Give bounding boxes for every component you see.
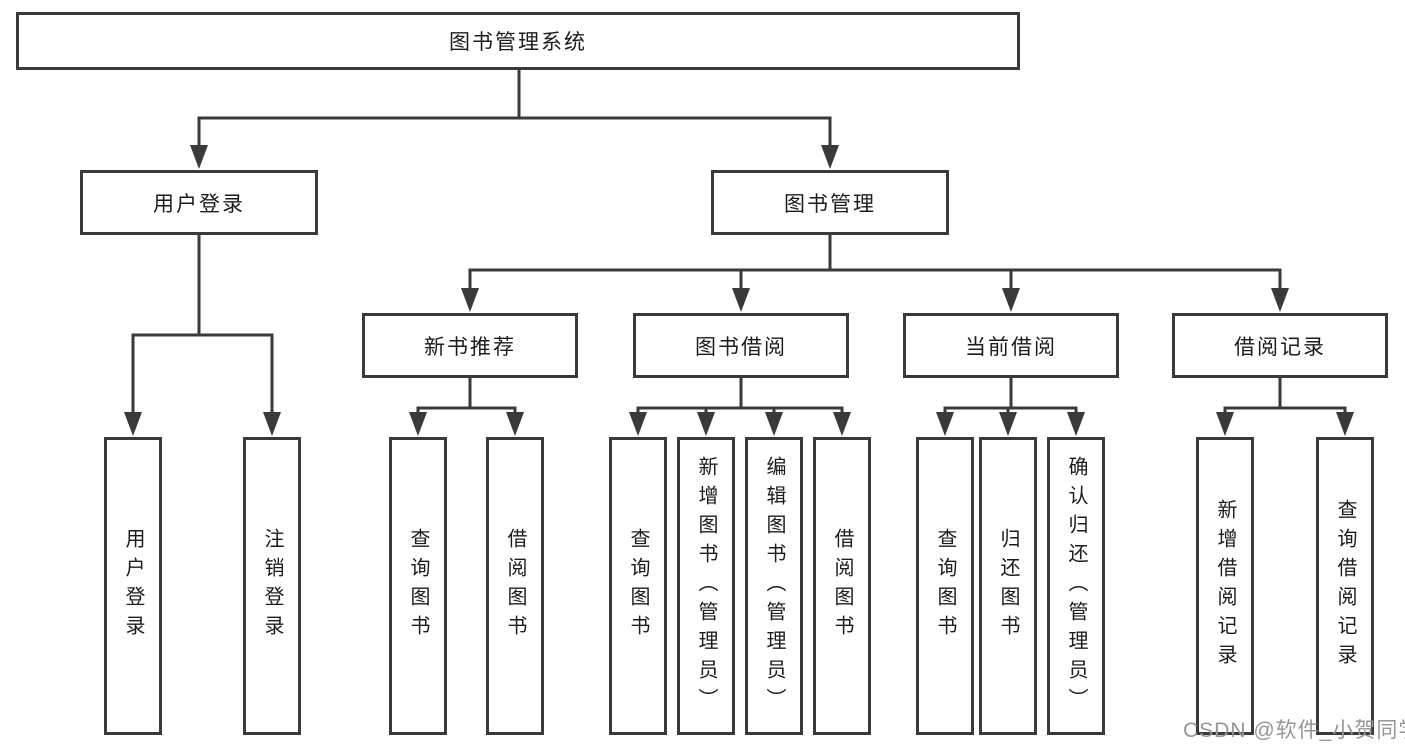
- leaf-confirm-return-admin: 确认归还（管理员）: [1047, 437, 1105, 735]
- leaf-label: 用户登录: [122, 528, 144, 644]
- node-library-management-system: 图书管理系统: [16, 12, 1020, 70]
- edge-book-borrow-children: [636, 376, 844, 415]
- leaf-label: 借阅图书: [504, 528, 526, 644]
- arrowhead: [190, 145, 208, 169]
- edge-lines: [131, 68, 1347, 415]
- arrowhead: [999, 412, 1017, 436]
- leaf-return-books: 归还图书: [979, 437, 1037, 735]
- leaf-label: 新增图书（管理员）: [695, 455, 717, 717]
- csdn-watermark: CSDN @软件_小贺同学: [1183, 719, 1405, 742]
- leaf-label: 查询借阅记录: [1334, 499, 1356, 673]
- edge-user-login-children: [131, 233, 274, 414]
- leaf-borrow-books: 借阅图书: [813, 437, 871, 735]
- edge-current-borrow-children: [943, 376, 1078, 415]
- arrowhead: [629, 412, 647, 436]
- node-book-management: 图书管理: [711, 170, 949, 235]
- arrowhead: [124, 412, 142, 436]
- node-user-login: 用户登录: [80, 170, 318, 235]
- arrowhead: [461, 288, 479, 312]
- leaf-query-borrow-record: 查询借阅记录: [1316, 437, 1374, 735]
- node-current-borrowing: 当前借阅: [903, 313, 1119, 378]
- arrowhead: [506, 412, 524, 436]
- edge-book-mgmt-children: [468, 233, 1282, 291]
- leaf-logout: 注销登录: [243, 437, 301, 735]
- edge-new-book-children: [416, 376, 517, 415]
- leaf-user-login: 用户登录: [104, 437, 162, 735]
- leaf-label: 查询图书: [407, 528, 429, 644]
- arrowhead: [821, 145, 839, 169]
- edge-root-to-level1: [197, 68, 832, 148]
- leaf-label: 编辑图书（管理员）: [763, 455, 785, 717]
- arrowhead: [936, 412, 954, 436]
- arrowhead: [1336, 412, 1354, 436]
- leaf-add-books-admin: 新增图书（管理员）: [677, 437, 735, 735]
- leaf-label: 查询图书: [934, 528, 956, 644]
- arrowhead: [409, 412, 427, 436]
- arrowhead: [697, 412, 715, 436]
- arrowhead: [833, 412, 851, 436]
- leaf-label: 借阅图书: [831, 528, 853, 644]
- leaf-query-books-current: 查询图书: [916, 437, 974, 735]
- arrowhead: [263, 412, 281, 436]
- leaf-label: 确认归还（管理员）: [1065, 455, 1087, 717]
- arrowhead: [1002, 288, 1020, 312]
- leaf-query-books-borrow: 查询图书: [609, 437, 667, 735]
- leaf-borrow-books-recommend: 借阅图书: [486, 437, 544, 735]
- leaf-label: 归还图书: [997, 528, 1019, 644]
- leaf-label: 注销登录: [261, 528, 283, 644]
- arrowhead: [765, 412, 783, 436]
- arrowhead: [1067, 412, 1085, 436]
- arrowhead: [732, 288, 750, 312]
- node-new-book-recommend: 新书推荐: [362, 313, 578, 378]
- arrowheads: [124, 145, 1354, 436]
- arrowhead: [1216, 412, 1234, 436]
- edge-borrow-records-children: [1223, 376, 1347, 415]
- node-borrowing-records: 借阅记录: [1172, 313, 1388, 378]
- leaf-query-books-recommend: 查询图书: [389, 437, 447, 735]
- leaf-add-borrow-record: 新增借阅记录: [1196, 437, 1254, 735]
- leaf-edit-books-admin: 编辑图书（管理员）: [745, 437, 803, 735]
- leaf-label: 新增借阅记录: [1214, 499, 1236, 673]
- arrowhead: [1271, 288, 1289, 312]
- node-book-borrowing: 图书借阅: [633, 313, 849, 378]
- leaf-label: 查询图书: [627, 528, 649, 644]
